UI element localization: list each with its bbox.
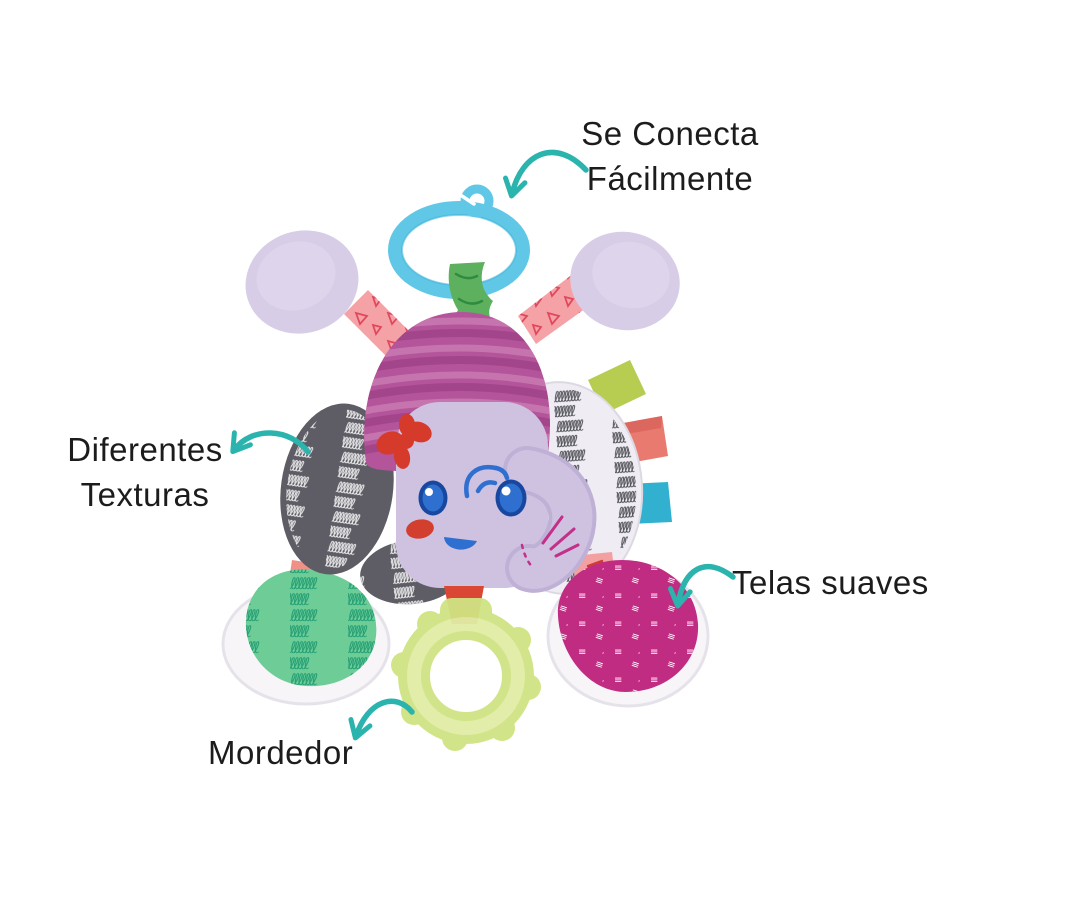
callout-textures-line1: Diferentes xyxy=(67,431,223,468)
curved-arrow-textures-icon xyxy=(230,430,311,455)
curved-arrow-fabrics-icon xyxy=(667,564,736,609)
callout-connect-label: Se Conecta Fácilmente xyxy=(520,112,820,202)
ring-clip-loop xyxy=(460,184,494,218)
curved-arrow-connect-icon xyxy=(503,149,589,199)
left-paw xyxy=(245,230,359,334)
curved-arrow-teether-icon xyxy=(348,698,415,741)
callout-connect-line2: Fácilmente xyxy=(586,159,754,197)
teether-ring xyxy=(391,598,541,751)
callout-connect-line1: Se Conecta xyxy=(581,115,759,152)
plush-elephant-toy xyxy=(221,184,710,751)
trunk xyxy=(503,446,597,593)
right-paw xyxy=(570,231,680,331)
left-foot xyxy=(221,560,391,706)
teether-assembly xyxy=(391,586,541,751)
elephant-face xyxy=(396,402,548,588)
bow xyxy=(376,414,432,469)
cheek xyxy=(406,519,434,539)
left-eye xyxy=(418,480,448,516)
mouth xyxy=(444,537,477,550)
callout-soft-fabrics-label: Telas suaves xyxy=(732,564,929,601)
callout-textures-line2: Texturas xyxy=(80,475,210,513)
callout-arrows xyxy=(230,149,736,741)
eyelash-swirl xyxy=(464,464,510,499)
callout-textures-label: Diferentes Texturas xyxy=(30,428,260,518)
right-eye xyxy=(495,479,527,517)
callout-teether-label: Mordedor xyxy=(208,734,354,771)
